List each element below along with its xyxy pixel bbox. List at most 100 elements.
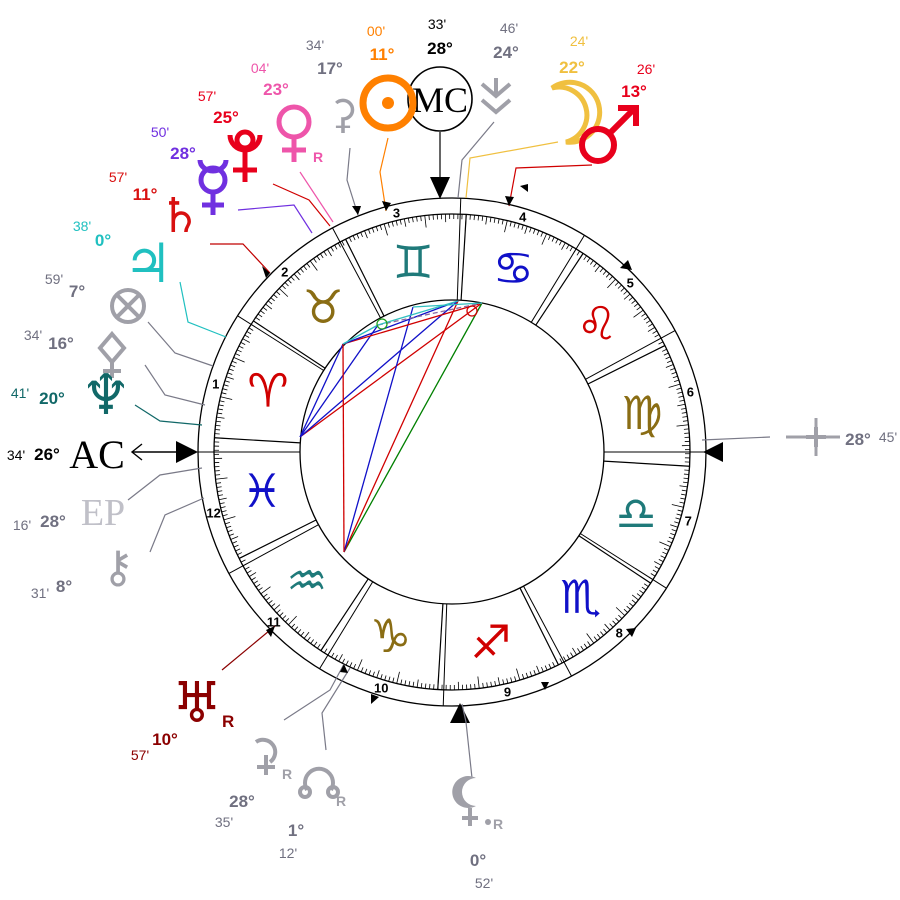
pof-leader	[147, 321, 214, 367]
degree-tick	[596, 633, 601, 639]
degree-tick	[255, 317, 261, 321]
degree-tick	[383, 223, 388, 236]
degree-tick	[310, 639, 314, 644]
degree-tick	[420, 216, 422, 222]
vesta-icon	[254, 737, 278, 775]
degree-tick	[600, 631, 604, 636]
degree-tick	[570, 652, 574, 658]
pluto-leader	[272, 183, 331, 227]
degree-tick	[233, 544, 239, 548]
venus-retrograde: R	[313, 149, 323, 165]
sign-boundary	[535, 253, 584, 326]
degree-tick	[313, 258, 317, 263]
aspect-line	[299, 324, 379, 438]
degree-tick	[291, 623, 296, 628]
degree-tick	[485, 216, 488, 225]
degree-tick	[222, 514, 228, 517]
degree-tick	[268, 600, 273, 604]
aspect-line	[299, 302, 483, 438]
neptune-icon: ♆	[81, 363, 131, 428]
degree-tick	[320, 253, 324, 259]
degree-tick	[603, 628, 608, 634]
degree-tick	[371, 227, 375, 233]
node-retrograde: R	[336, 793, 346, 809]
degree-tick	[561, 242, 566, 250]
jupiter-degree: 0°	[95, 231, 111, 250]
degree-tick	[294, 626, 299, 631]
degree-tick	[330, 246, 334, 252]
degree-tick	[548, 663, 552, 669]
degree-tick	[217, 408, 223, 411]
venus-degree: 23°	[263, 80, 289, 99]
leo-sign-icon: ♌	[577, 296, 618, 350]
lilith-degree: 0°	[470, 851, 486, 870]
libra-sign-icon: ♎	[615, 486, 656, 540]
house-number: 10	[374, 681, 388, 696]
degree-tick	[662, 348, 667, 352]
degree-tick	[513, 222, 516, 228]
mercury-leader	[237, 204, 313, 234]
degree-tick	[529, 227, 532, 233]
degree-tick	[360, 667, 364, 673]
ac-degree: 26°	[34, 445, 60, 464]
ac-icon: AC	[69, 432, 125, 477]
degree-tick	[281, 285, 286, 290]
degree-tick	[676, 387, 682, 390]
degree-tick	[641, 313, 646, 317]
degree-tick	[218, 497, 227, 501]
degree-tick	[677, 391, 683, 394]
degree-tick	[375, 226, 379, 232]
degree-tick	[237, 552, 242, 556]
degree-tick	[257, 313, 263, 318]
degree-tick	[258, 587, 263, 591]
degree-tick	[602, 270, 607, 275]
degree-tick	[273, 294, 278, 299]
degree-tick	[551, 236, 555, 242]
neptune-degree: 20°	[39, 389, 65, 408]
mercury-icon	[197, 159, 229, 215]
degree-tick	[608, 276, 613, 281]
degree-tick	[615, 617, 620, 622]
degree-tick	[270, 603, 276, 608]
degree-tick	[342, 658, 346, 664]
degree-tick	[614, 281, 619, 286]
degree-tick	[681, 489, 687, 492]
degree-tick	[293, 273, 300, 281]
degree-tick	[681, 493, 687, 496]
lilith-retrograde: R	[493, 816, 503, 832]
degree-tick	[262, 307, 268, 311]
degree-tick	[636, 306, 641, 311]
sign-boundary	[578, 535, 651, 584]
degree-tick	[670, 532, 676, 536]
degree-tick	[230, 364, 236, 368]
degree-tick	[220, 506, 226, 509]
ceres-degree: 17°	[317, 59, 343, 78]
degree-tick	[486, 682, 488, 688]
degree-tick	[249, 572, 257, 577]
degree-tick	[279, 612, 284, 617]
pallas-degree: 16°	[48, 334, 74, 353]
degree-tick	[532, 228, 536, 234]
degree-tick	[238, 345, 244, 349]
degree-tick	[316, 255, 321, 261]
degree-tick	[576, 250, 580, 256]
degree-tick	[392, 677, 395, 683]
degree-tick	[368, 229, 371, 234]
degree-tick	[412, 681, 415, 687]
degree-tick	[416, 216, 418, 222]
sun-icon	[359, 74, 417, 132]
degree-tick	[400, 679, 403, 685]
degree-tick	[216, 486, 222, 488]
position-arrows	[262, 184, 636, 704]
degree-tick	[372, 671, 375, 677]
house-cusp-line	[523, 585, 572, 677]
uranus-leader	[221, 625, 276, 671]
degree-tick	[679, 399, 685, 402]
chiron-icon: ⚷	[102, 542, 134, 593]
degree-tick	[536, 665, 540, 674]
degree-tick	[477, 215, 480, 221]
part-of-fortune-icon	[110, 288, 146, 324]
degree-tick	[648, 323, 653, 327]
degree-tick	[306, 263, 311, 268]
degree-tick	[287, 279, 292, 284]
